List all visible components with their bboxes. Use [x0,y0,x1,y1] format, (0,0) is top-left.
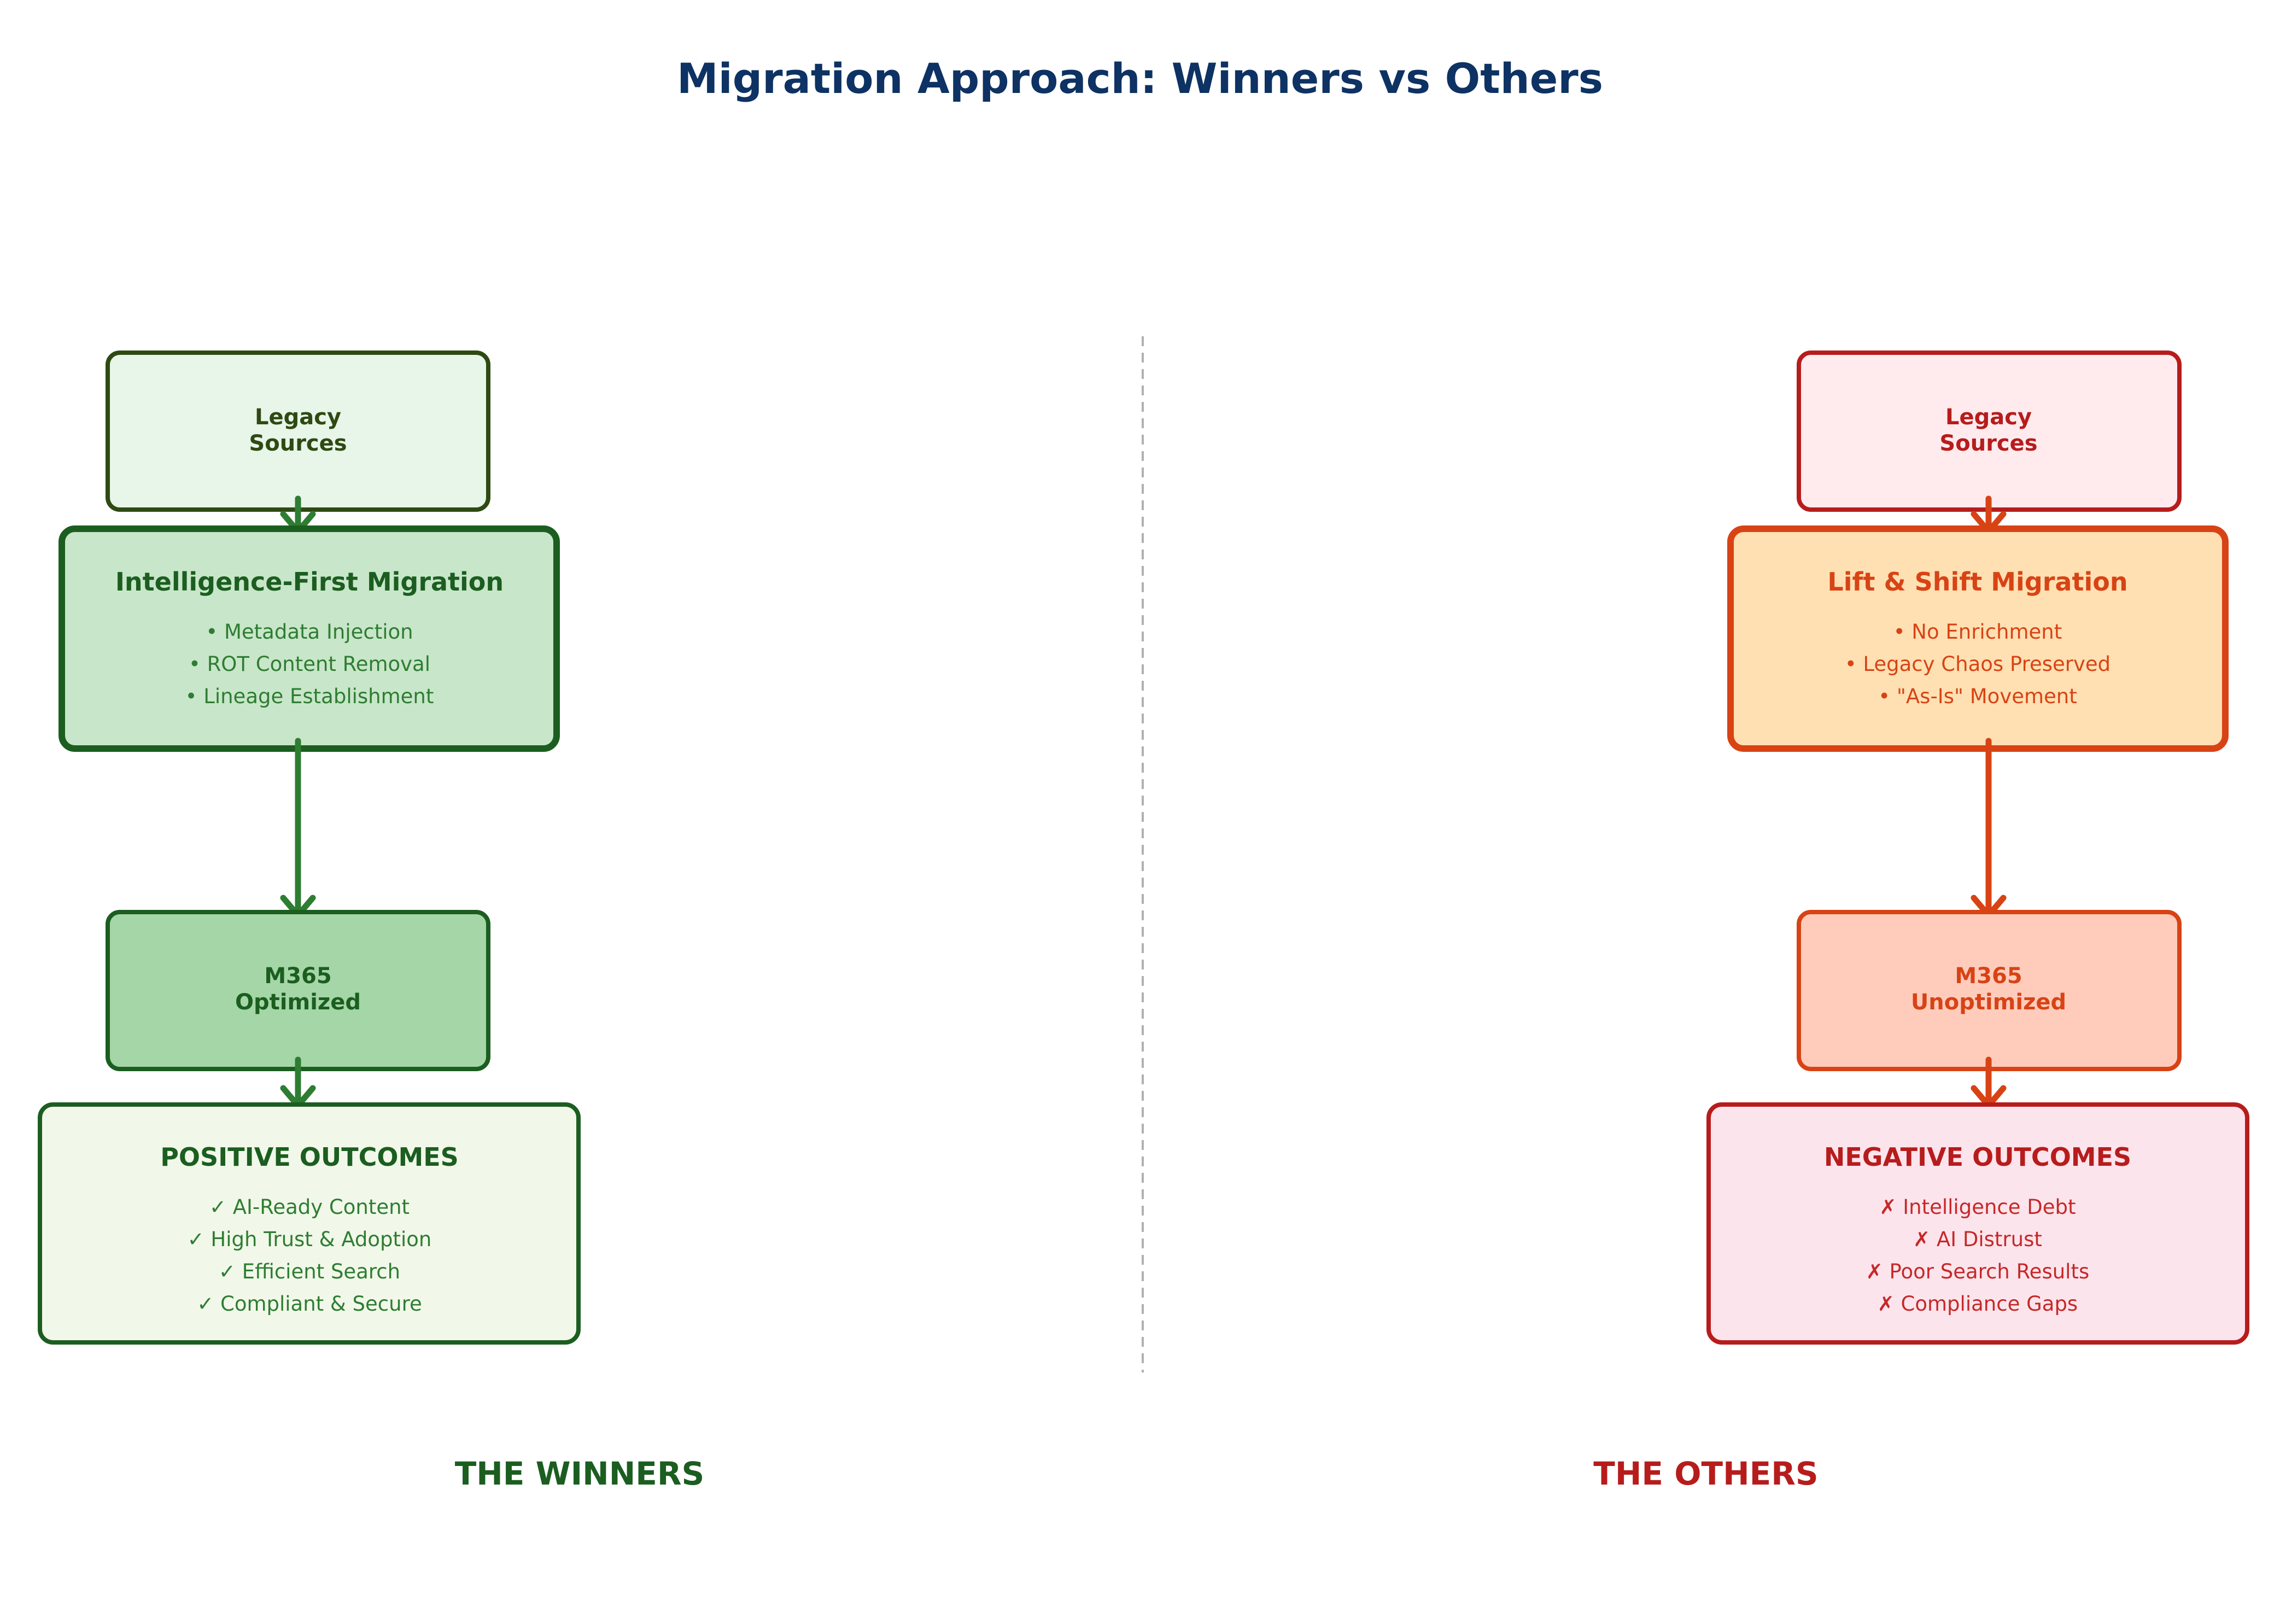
winners-outcomes-title: POSITIVE OUTCOMES [160,1142,459,1172]
others-outcomes-title: NEGATIVE OUTCOMES [1824,1142,2131,1172]
others-legacy-label-line2: Sources [1939,431,2037,456]
winners-column: Legacy Sources Intelligence-First Migrat… [38,350,705,1492]
others-outcome-item: ✗ Compliance Gaps [1878,1292,2078,1316]
others-legacy-label-line1: Legacy [1945,405,2032,430]
others-m365-label-line2: Unoptimized [1911,990,2066,1015]
others-outcome-item: ✗ AI Distrust [1913,1228,2042,1251]
others-outcome-item: ✗ Poor Search Results [1866,1260,2089,1283]
others-migration-item: • No Enrichment [1893,620,2062,644]
winners-section-label: THE WINNERS [455,1455,705,1492]
winners-migration-box [59,525,560,752]
winners-migration-item: • ROT Content Removal [189,652,430,676]
others-migration-item: • "As-Is" Movement [1878,685,2077,708]
others-arrow-2 [1971,738,2007,920]
others-migration-box [1727,525,2229,752]
others-migration-title: Lift & Shift Migration [1827,567,2127,597]
winners-outcomes-box [38,1102,581,1345]
winners-legacy-label-line1: Legacy [255,405,341,430]
winners-m365-label-line2: Optimized [235,990,361,1015]
others-m365-label-line1: M365 [1955,963,2022,989]
winners-migration-item: • Lineage Establishment [185,685,434,708]
winners-outcome-item: ✓ High Trust & Adoption [188,1228,432,1251]
winners-migration-item: • Metadata Injection [206,620,413,644]
winners-outcome-item: ✓ Compliant & Secure [197,1292,422,1316]
winners-arrow-2 [280,738,316,920]
others-migration-item: • Legacy Chaos Preserved [1845,652,2111,676]
winners-m365-label-line1: M365 [264,963,331,989]
winners-outcome-item: ✓ Efficient Search [219,1260,400,1283]
others-column: Legacy Sources Lift & Shift Migration • … [1593,350,2249,1492]
winners-outcome-item: ✓ AI-Ready Content [209,1195,410,1219]
others-section-label: THE OTHERS [1593,1455,1818,1492]
others-outcome-item: ✗ Intelligence Debt [1879,1195,2076,1219]
others-outcomes-box [1706,1102,2249,1345]
page-title: Migration Approach: Winners vs Others [677,54,1603,103]
winners-migration-title: Intelligence-First Migration [115,567,504,597]
winners-legacy-label-line2: Sources [249,431,347,456]
